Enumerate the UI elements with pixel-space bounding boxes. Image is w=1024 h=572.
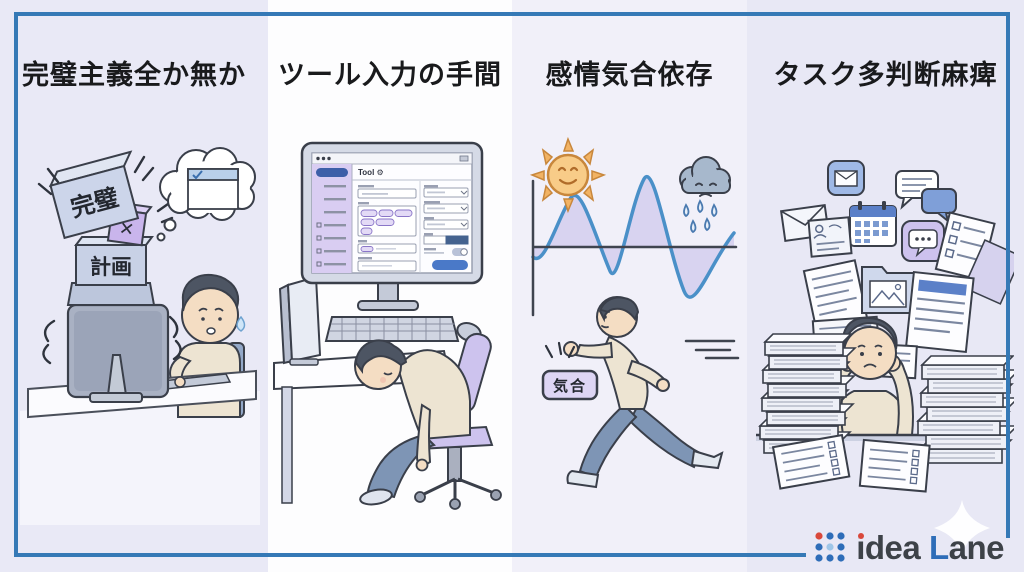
panel-3-title: 感情気合依存 bbox=[545, 59, 714, 90]
screen-window-title: Tool ⚙ bbox=[358, 168, 384, 177]
cross-icon: ✕ bbox=[118, 218, 136, 240]
torso bbox=[396, 349, 471, 441]
logo-idea: idea bbox=[856, 528, 921, 566]
burst-marks bbox=[544, 341, 576, 359]
mood-wave-chart bbox=[531, 174, 738, 317]
mail-app-icon bbox=[827, 160, 865, 196]
rain-cloud-icon bbox=[679, 156, 731, 234]
desk-leg bbox=[281, 386, 293, 504]
panel-2-illustration: Tool ⚙ bbox=[273, 141, 502, 510]
report-doc-icon bbox=[905, 270, 975, 354]
running-person bbox=[563, 296, 724, 489]
paper-stack-right bbox=[916, 355, 1014, 464]
logo-dot-grid-icon bbox=[815, 532, 845, 562]
motion-lines bbox=[37, 155, 155, 196]
sparkle-icon bbox=[934, 500, 990, 556]
raindrops bbox=[683, 199, 718, 234]
plan-box-label: 計画 bbox=[90, 255, 132, 279]
panel-1-illustration: 計画 ✕ 完璧 bbox=[20, 147, 260, 525]
panel-4-illustration bbox=[756, 160, 1014, 493]
shock-marks bbox=[42, 202, 182, 365]
calendar-icon bbox=[849, 201, 897, 247]
sweat-drop-icon bbox=[236, 315, 246, 332]
fist bbox=[563, 341, 579, 357]
perfection-box: 完璧 bbox=[48, 150, 140, 240]
hair bbox=[181, 273, 240, 312]
chart-axes bbox=[531, 179, 738, 317]
panel-2-title: ツール入力の手間 bbox=[278, 59, 502, 90]
panel-3-illustration: 気合 bbox=[529, 136, 740, 489]
floor bbox=[20, 391, 260, 525]
idea-lane-logo: idea Lane bbox=[813, 530, 1005, 564]
tool-monitor: Tool ⚙ bbox=[300, 141, 484, 311]
box-stack: 計画 ✕ 完璧 bbox=[37, 150, 182, 365]
speed-lines bbox=[684, 339, 740, 360]
willpower-badge-label: 気合 bbox=[553, 377, 587, 395]
willpower-badge: 気合 bbox=[541, 369, 599, 401]
sun-icon bbox=[529, 136, 607, 214]
hair bbox=[354, 339, 408, 374]
screen-form-left bbox=[357, 185, 417, 272]
keyboard-keys bbox=[329, 318, 455, 340]
desk bbox=[756, 435, 1008, 441]
folder-photo-icon bbox=[861, 266, 917, 314]
screen-save-button bbox=[432, 260, 468, 270]
desk-checklist-paper bbox=[858, 438, 931, 493]
shoe bbox=[359, 488, 393, 506]
desk-checklist-paper bbox=[771, 433, 851, 490]
screen-form-right bbox=[423, 185, 469, 270]
logo-wordmark: idea Lane bbox=[856, 531, 1004, 564]
message-app-icon bbox=[901, 220, 945, 262]
side-monitor bbox=[278, 275, 322, 366]
panel-1-title: 完璧主義全か無か bbox=[22, 59, 246, 90]
panel-4-title: タスク多判断麻痺 bbox=[773, 59, 998, 90]
monitor-back bbox=[66, 303, 170, 403]
logo-ane: ane bbox=[948, 528, 1005, 566]
logo-i-dot bbox=[858, 532, 865, 539]
logo-l: L bbox=[928, 528, 949, 566]
keyboard bbox=[324, 316, 460, 342]
thought-bubble bbox=[156, 147, 256, 242]
slumped-person bbox=[354, 339, 471, 506]
chat-bubbles-icon bbox=[895, 170, 957, 224]
panel-3-background bbox=[512, 0, 747, 572]
screen-sidebar bbox=[312, 164, 352, 273]
check-window-icon bbox=[187, 168, 239, 210]
hair bbox=[842, 316, 898, 350]
contact-note-icon bbox=[807, 216, 853, 258]
